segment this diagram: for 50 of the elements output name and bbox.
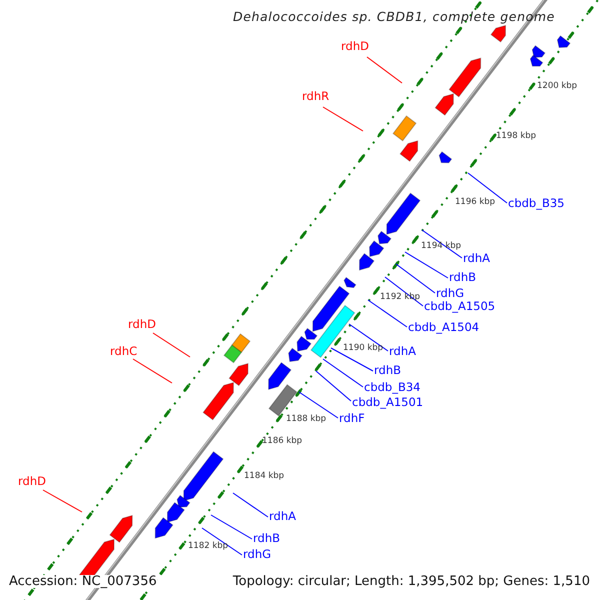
- gene-label: cbdb_A1505: [424, 301, 496, 312]
- topology-text: Topology: circular; Length: 1,395,502 bp; Genes: 1,510: [232, 575, 590, 588]
- gene-label: rdhD: [18, 476, 46, 488]
- gene-label: rdhB: [449, 272, 476, 284]
- accession-text: Accession: NC_007356: [9, 575, 157, 588]
- gene-label: rdhA: [463, 253, 490, 264]
- gene-label: rdhD: [341, 41, 369, 52]
- leader-line: [396, 264, 436, 294]
- leader-line: [422, 230, 462, 258]
- leader-line: [330, 348, 374, 372]
- leader-line: [384, 276, 424, 306]
- tick-label: 1194 kbp: [421, 242, 462, 250]
- tick-label: 1190 kbp: [343, 344, 384, 352]
- leader-line: [322, 358, 364, 388]
- gene-label: rdhC: [110, 346, 138, 358]
- tick-label: 1200 kbp: [537, 82, 578, 90]
- leader-line: [316, 370, 352, 402]
- gene-label: rdhD: [128, 319, 156, 330]
- leader-line: [348, 324, 388, 352]
- gene-label: rdhB: [374, 365, 402, 376]
- leader-line: [404, 252, 448, 278]
- tick-label: 1188 kbp: [286, 415, 326, 424]
- leader-line: [152, 332, 190, 358]
- gene-label: rdhB: [253, 533, 280, 544]
- map-title: Dehalococcoides sp. CBDB1, complete genome: [233, 11, 555, 24]
- gene-label: cbdb_A1504: [408, 322, 480, 334]
- leader-line: [322, 106, 364, 132]
- leader-line: [368, 300, 408, 328]
- gene-label: rdhF: [339, 413, 365, 424]
- tick-label: 1184 kbp: [244, 472, 284, 480]
- leader-line: [366, 56, 402, 84]
- tick-label: 1186 kbp: [262, 437, 302, 446]
- gene-label: rdhA: [389, 346, 416, 358]
- tick-label: 1198 kbp: [496, 132, 536, 140]
- tick-label: 1196 kbp: [455, 198, 496, 206]
- gene-label: rdhG: [243, 549, 272, 560]
- leader-line: [210, 514, 252, 540]
- leader-line: [468, 172, 508, 204]
- gene-label: rdhR: [302, 91, 330, 102]
- gene-label: cbdb_B35: [508, 198, 564, 210]
- gene-label: rdhA: [269, 511, 296, 522]
- leader-line: [132, 358, 172, 384]
- leader-line: [202, 528, 242, 556]
- leader-line: [298, 392, 338, 418]
- leader-line: [42, 490, 82, 512]
- gene-label: cbdb_A1501: [352, 397, 424, 408]
- gene-label: rdhG: [436, 288, 464, 300]
- tick-label: 1182 kbp: [188, 542, 228, 550]
- gene-label: cbdb_B34: [364, 382, 420, 394]
- leader-line: [232, 492, 268, 518]
